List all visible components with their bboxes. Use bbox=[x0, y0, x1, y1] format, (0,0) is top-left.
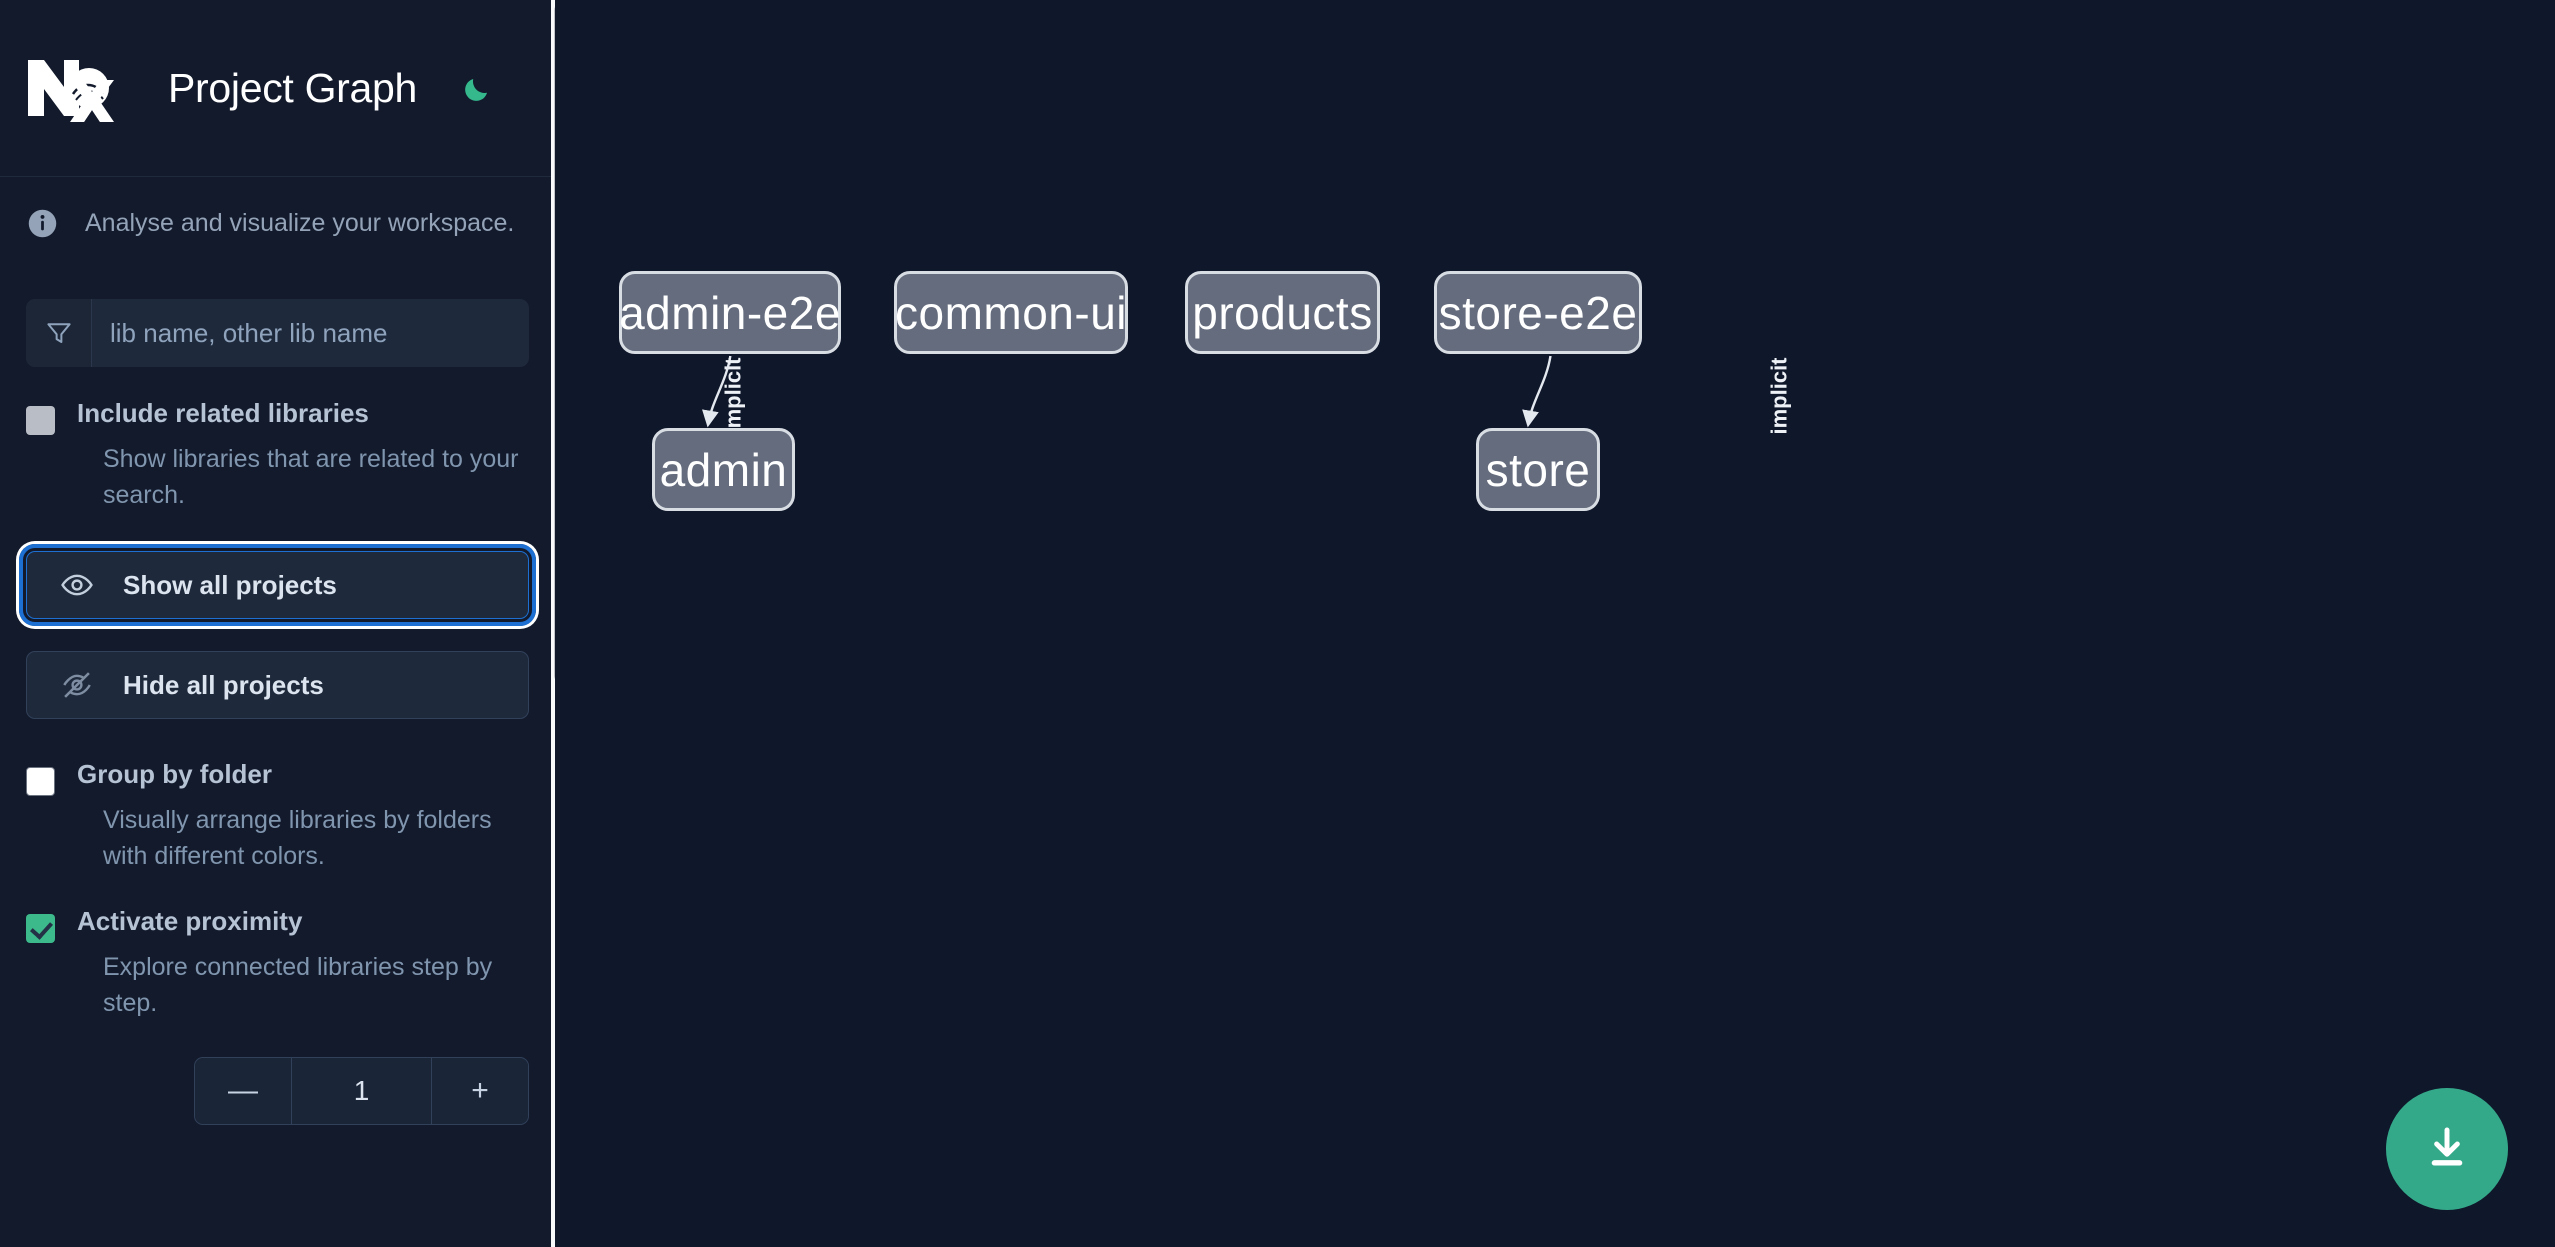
graph-node-admin-e2e[interactable]: admin-e2e bbox=[619, 271, 841, 354]
filter-funnel-icon bbox=[26, 299, 92, 367]
group-by-folder-checkbox[interactable] bbox=[26, 767, 55, 796]
proximity-stepper-wrapper: — 1 + bbox=[0, 1057, 555, 1125]
graph-node-store[interactable]: store bbox=[1476, 428, 1600, 511]
show-all-projects-label: Show all projects bbox=[123, 569, 337, 600]
activate-proximity-checkbox[interactable] bbox=[26, 914, 55, 943]
download-icon bbox=[2420, 1121, 2474, 1178]
sidebar-scrollbar-thumb[interactable] bbox=[554, 4, 555, 682]
graph-node-admin[interactable]: admin bbox=[652, 428, 795, 511]
activate-proximity-label: Activate proximity bbox=[77, 906, 303, 936]
group-by-folder-description: Visually arrange libraries by folders wi… bbox=[103, 806, 492, 870]
eye-off-icon bbox=[57, 668, 97, 702]
edge-label-admin-implicit: implicit bbox=[720, 357, 746, 435]
download-graph-button[interactable] bbox=[2386, 1088, 2508, 1210]
option-group-by-folder: Group by folder Visually arrange librari… bbox=[0, 759, 555, 874]
graph-node-common-ui[interactable]: common-ui bbox=[894, 271, 1128, 354]
nx-logo-icon bbox=[26, 54, 116, 122]
include-related-libraries-label: Include related libraries bbox=[77, 398, 369, 428]
tagline: Analyse and visualize your workspace. bbox=[0, 177, 555, 269]
app-title: Project Graph bbox=[168, 64, 418, 111]
search-input[interactable] bbox=[92, 299, 529, 367]
option-activate-proximity: Activate proximity Explore connected lib… bbox=[0, 906, 555, 1021]
edge-store-e2e-to-store bbox=[1522, 355, 1552, 428]
graph-edge-layer bbox=[702, 355, 1552, 428]
edge-label-store-implicit: implicit bbox=[1766, 357, 1792, 435]
proximity-decrement-button[interactable]: — bbox=[195, 1058, 292, 1124]
hide-all-projects-group: Hide all projects bbox=[0, 651, 555, 719]
option-include-related-libraries: Include related libraries Show libraries… bbox=[0, 398, 555, 513]
proximity-stepper: — 1 + bbox=[194, 1057, 529, 1125]
filter-input-wrapper[interactable] bbox=[26, 299, 529, 367]
info-icon bbox=[26, 207, 59, 240]
hide-all-projects-label: Hide all projects bbox=[123, 669, 324, 700]
proximity-value: 1 bbox=[292, 1058, 431, 1124]
group-by-folder-label: Group by folder bbox=[77, 759, 272, 789]
include-related-libraries-checkbox[interactable] bbox=[26, 406, 55, 435]
show-all-projects-button[interactable]: Show all projects bbox=[19, 544, 536, 626]
proximity-increment-button[interactable]: + bbox=[431, 1058, 528, 1124]
show-all-projects-group: Show all projects bbox=[0, 544, 555, 626]
moon-icon[interactable] bbox=[455, 65, 501, 111]
eye-icon bbox=[57, 568, 97, 602]
sidebar-header: Project Graph bbox=[0, 0, 555, 177]
graph-canvas[interactable]: implicit implicit admin-e2e common-ui pr… bbox=[555, 0, 2555, 1247]
include-related-libraries-description: Show libraries that are related to your … bbox=[103, 445, 519, 509]
sidebar-scrollbar-track[interactable] bbox=[551, 0, 555, 1247]
sidebar: Project Graph Analyse and visualize your… bbox=[0, 0, 555, 1247]
hide-all-projects-button[interactable]: Hide all projects bbox=[26, 651, 529, 719]
tagline-text: Analyse and visualize your workspace. bbox=[85, 208, 515, 237]
graph-node-products[interactable]: products bbox=[1185, 271, 1380, 354]
graph-node-store-e2e[interactable]: store-e2e bbox=[1434, 271, 1642, 354]
activate-proximity-description: Explore connected libraries step by step… bbox=[103, 953, 493, 1017]
